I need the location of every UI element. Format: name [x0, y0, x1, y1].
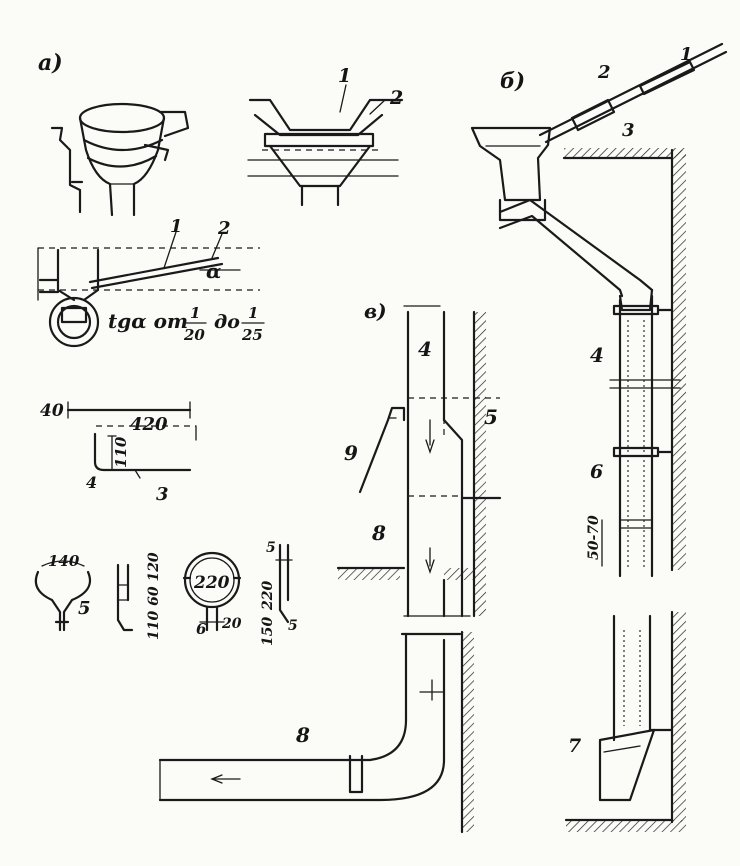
- eave-hatch: [564, 148, 686, 158]
- panel-b-label-1: 1: [680, 44, 693, 65]
- ring-dim-220b: 220: [260, 581, 276, 611]
- downpipe-4: [601, 294, 681, 578]
- panel-b-label: б): [500, 68, 525, 93]
- hook-label-3: 3: [156, 484, 169, 505]
- panel-v-label-4: 4: [418, 337, 432, 361]
- hook-3-drawing: [66, 401, 197, 479]
- hook-dim-420: 420: [130, 414, 168, 435]
- wall-hatch-lower: [672, 612, 686, 822]
- funnel-section-view: [247, 84, 404, 207]
- slope-num-1: 1: [190, 304, 200, 322]
- slope-num-2: 1: [248, 304, 258, 322]
- funnel-label-2: 2: [389, 87, 403, 109]
- bracket-label-5: 5: [78, 598, 91, 619]
- panel-b-gap-dim: 50-70: [586, 515, 602, 560]
- ring-dim-220: 220: [193, 573, 230, 593]
- slope-formula-mid: до: [214, 311, 240, 333]
- ground-hatch: [566, 820, 686, 832]
- panel-v-rod-9: [358, 406, 406, 494]
- panel-v-wall-lower: [462, 632, 474, 832]
- panel-b-label-7: 7: [568, 735, 581, 757]
- roof-slope: [538, 42, 728, 144]
- panel-v-ground-right: [444, 568, 476, 580]
- panel-v-label-8: 8: [371, 521, 386, 545]
- ring-dim-20: 20: [221, 616, 242, 632]
- hook-dim-4: 4: [86, 473, 97, 492]
- funnel-label-1: 1: [338, 65, 351, 87]
- small-hook-sketch: [50, 126, 84, 214]
- ring-dim-150: 150: [260, 617, 276, 646]
- ring-label-6: 6: [196, 620, 207, 638]
- slope-angle-alpha: α: [206, 259, 221, 283]
- ring-dim-5: 5: [266, 540, 276, 556]
- bracket-dim-140: 140: [48, 552, 80, 570]
- wall-hatch-upper: [672, 150, 686, 570]
- panel-v-wall-hatch: [474, 312, 486, 616]
- funnel-cup-perspective: [78, 102, 190, 217]
- panel-v-label-5: 5: [484, 405, 498, 429]
- ring-dim-5b: 5: [288, 618, 298, 634]
- panel-v-label-9: 9: [344, 441, 358, 465]
- ring-clamp-6: [182, 551, 242, 632]
- bracket-5-clamp: [34, 560, 92, 632]
- slope-label-1: 1: [170, 216, 183, 237]
- slope-den-25: 25: [241, 326, 263, 344]
- panel-v-ground-left: [338, 568, 400, 580]
- hook-dim-40: 40: [40, 401, 64, 421]
- panel-b-label-6: 6: [590, 461, 603, 483]
- ring-side-profile: [275, 543, 293, 624]
- panel-b-label-2: 2: [597, 62, 611, 83]
- outlet-7-assembly: [564, 610, 686, 832]
- slope-formula-prefix: tgα от: [108, 309, 188, 333]
- bracket-side-profile: [116, 563, 134, 632]
- slope-den-20: 20: [183, 326, 205, 344]
- panel-a-label: а): [38, 50, 63, 76]
- panel-v-downpipe: [403, 305, 502, 618]
- panel-b-label-3: 3: [622, 120, 635, 141]
- panel-b-label-4: 4: [590, 343, 604, 367]
- panel-v-label: в): [364, 299, 387, 323]
- angled-pipe: [498, 198, 654, 312]
- slope-label-2: 2: [217, 218, 231, 239]
- hook-dim-110: 110: [112, 436, 130, 468]
- gutter-slope-detail: [37, 231, 260, 348]
- panel-v-label-8b: 8: [295, 723, 310, 747]
- bracket-dims-stack: 110 60 120: [146, 552, 162, 640]
- panel-v-elbow-pipe: [158, 632, 462, 802]
